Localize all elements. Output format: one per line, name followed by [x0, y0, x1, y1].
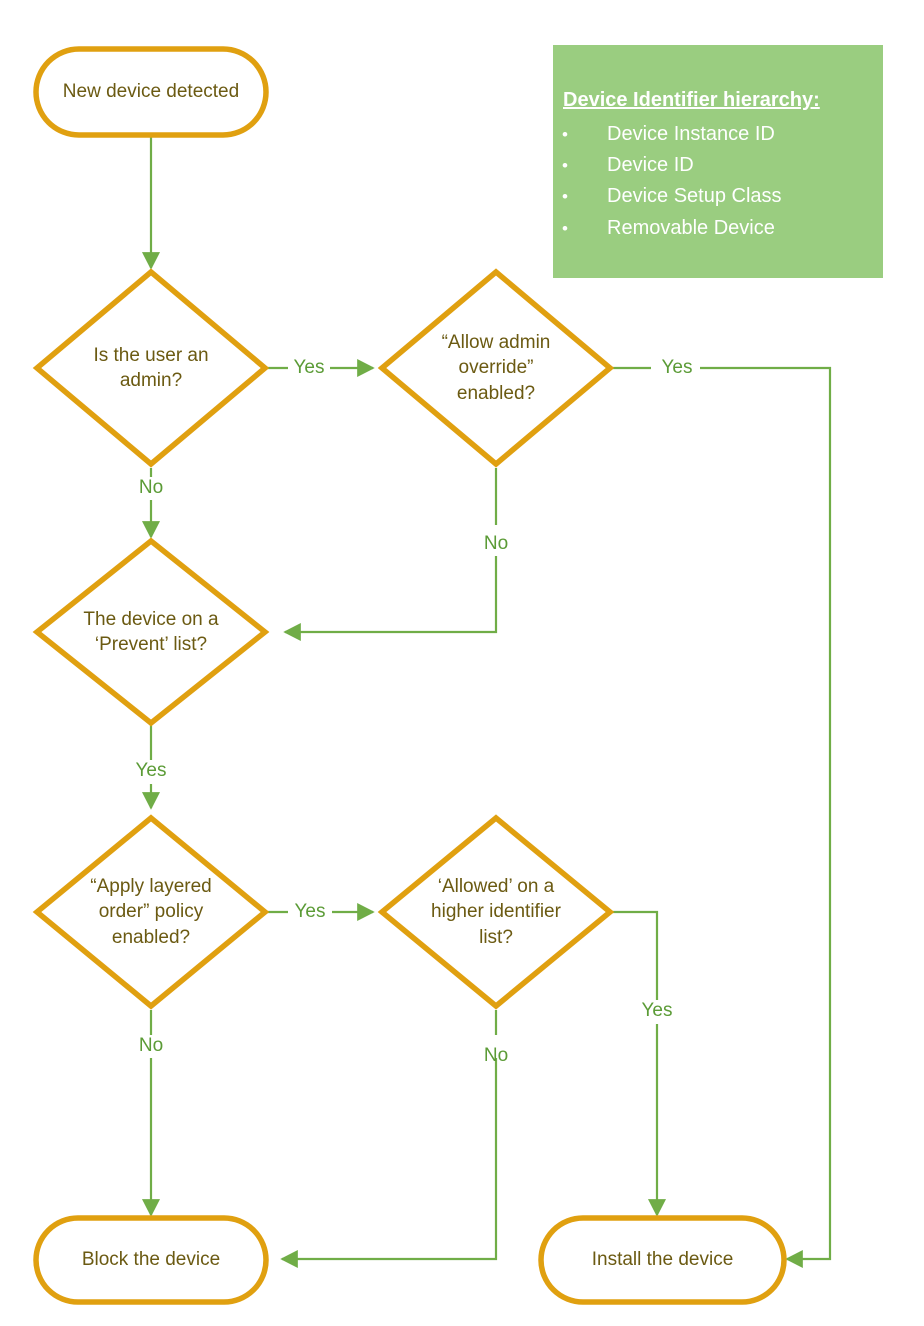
- bullet-icon: •: [562, 156, 568, 176]
- legend-item-label: Device ID: [607, 154, 694, 177]
- node-install-shape[interactable]: [538, 1215, 787, 1305]
- node-d3-shape[interactable]: [32, 537, 270, 727]
- legend-item: • Removable Device: [553, 213, 883, 244]
- edge-label-d4-no: No: [138, 1035, 164, 1056]
- legend-item: • Device ID: [553, 150, 883, 181]
- node-start-shape[interactable]: [33, 46, 269, 138]
- bullet-icon: •: [562, 187, 568, 207]
- legend-title: Device Identifier hierarchy:: [563, 89, 820, 111]
- legend-item-label: Removable Device: [607, 216, 775, 239]
- edge-d2-no-b: [283, 556, 498, 642]
- edge-label-d3-yes: Yes: [135, 760, 167, 781]
- legend-item-label: Device Setup Class: [607, 185, 782, 208]
- edge-label-d5-yes: Yes: [641, 1000, 673, 1021]
- bullet-icon: •: [562, 125, 568, 144]
- legend-list: • Device Instance ID • Device ID • Devic…: [553, 119, 883, 244]
- bullet-icon: •: [562, 218, 568, 238]
- legend-item: • Device Instance ID: [553, 119, 883, 150]
- edge-label-d2-no: No: [483, 533, 509, 554]
- node-d1-shape[interactable]: [32, 268, 270, 468]
- legend-box: Device Identifier hierarchy: • Device In…: [553, 45, 883, 278]
- edge-d2-yes-rail: [700, 366, 832, 1269]
- edge-label-d1-yes: Yes: [293, 357, 325, 378]
- node-d2-shape[interactable]: [377, 268, 615, 468]
- node-block-shape[interactable]: [33, 1215, 269, 1305]
- node-d4-shape[interactable]: [32, 814, 270, 1010]
- edge-label-d5-no: No: [483, 1045, 509, 1066]
- edge-label-d1-no: No: [138, 477, 164, 498]
- edge-d5-no-b: [280, 1058, 498, 1269]
- edge-label-d2-yes: Yes: [661, 357, 693, 378]
- legend-item: • Device Setup Class: [553, 181, 883, 212]
- node-d5-shape[interactable]: [377, 814, 615, 1010]
- edge-label-d4-yes: Yes: [294, 901, 326, 922]
- node-shape-group: [32, 46, 787, 1305]
- edge-d5-yes-a: [609, 910, 659, 1000]
- legend-item-label: Device Instance ID: [607, 123, 775, 145]
